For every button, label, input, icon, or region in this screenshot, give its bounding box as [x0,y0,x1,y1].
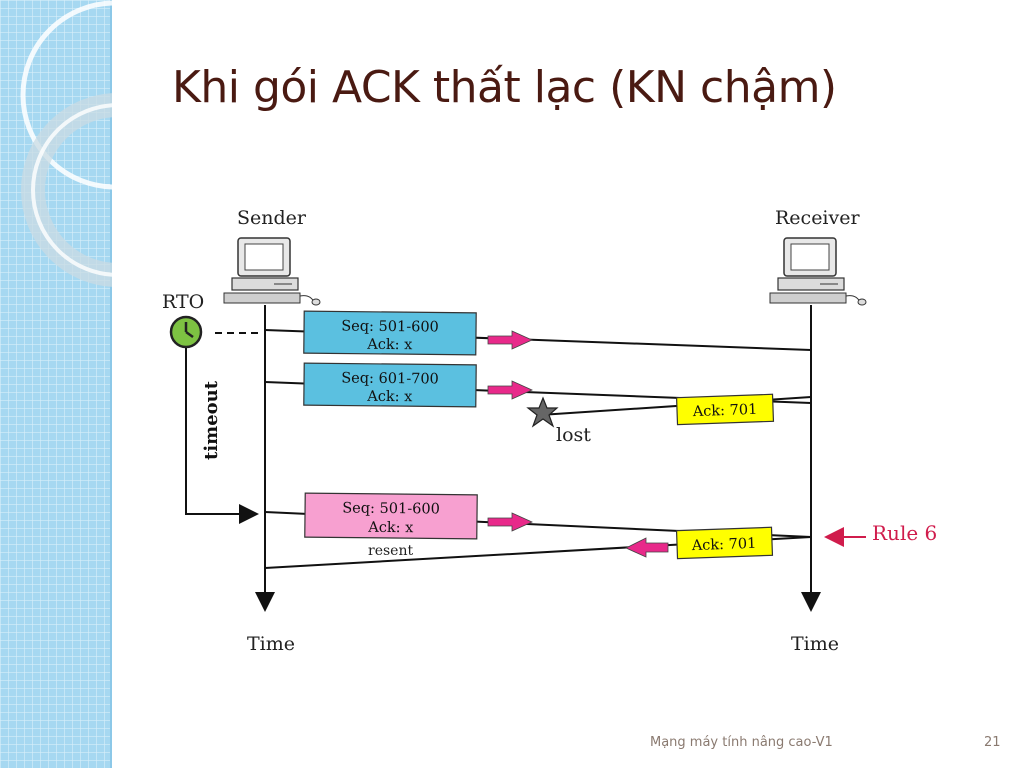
resent-ack-text: Ack: 701 [691,536,757,554]
segment2-box: Seq: 601-700 Ack: x [303,362,477,408]
segment3-ack: Ack: x [367,520,413,536]
lost-ack-text: Ack: 701 [692,402,758,420]
lost-label: lost [556,424,591,446]
resent-label: resent [368,543,413,559]
receiver-label: Receiver [775,207,860,229]
segment1-seq: Seq: 501-600 [341,318,439,335]
lost-ack-box: Ack: 701 [675,393,775,426]
sender-computer-icon [223,237,321,306]
footer-text: Mạng máy tính nâng cao-V1 [650,735,833,750]
rto-label: RTO [162,291,204,313]
lost-star-icon [526,396,559,428]
clock-icon [169,315,203,349]
receiver-computer-icon [769,237,867,306]
segment1-box: Seq: 501-600 Ack: x [303,310,477,356]
timeout-label: timeout [201,380,222,460]
time-label-receiver: Time [791,633,839,655]
timeout-path [185,348,259,524]
segment3-box: Seq: 501-600 Ack: x [304,492,478,540]
segment2-ack: Ack: x [366,389,412,405]
sender-label: Sender [237,207,307,229]
segment3-seq: Seq: 501-600 [342,500,440,517]
resent-ack-arrow-icon [625,537,669,558]
resent-ack-box: Ack: 701 [675,526,774,560]
decorative-rings [20,0,112,287]
segment3-arrow-icon [487,512,533,532]
segment1-arrow-icon [487,330,533,350]
time-label-sender: Time [247,633,295,655]
segment1-ack: Ack: x [366,337,412,353]
segment2-seq: Seq: 601-700 [341,370,439,387]
slide-title: Khi gói ACK thất lạc (KN chậm) [172,62,837,113]
rule-label: Rule 6 [872,521,937,545]
decorative-sidebar [0,0,112,768]
segment2-arrow-icon [487,380,533,400]
page-number: 21 [984,735,1001,750]
